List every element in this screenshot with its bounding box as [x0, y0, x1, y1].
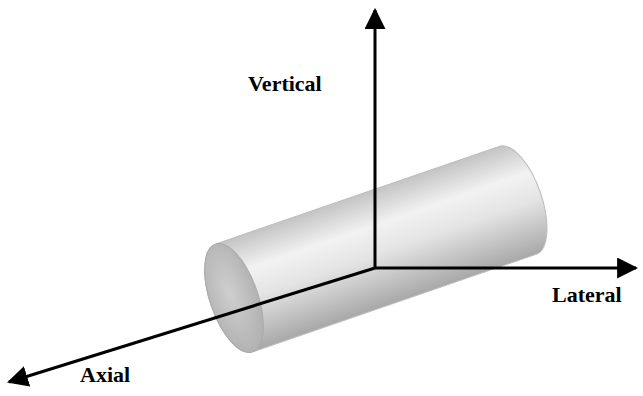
axis-label: Vertical	[248, 73, 322, 95]
lateral-axis	[375, 267, 636, 270]
axis-label: Axial	[80, 364, 130, 386]
axis-label: Lateral	[552, 284, 622, 306]
vertical-axis	[374, 10, 377, 268]
axial-axis	[9, 268, 375, 382]
cylinder-end-face	[193, 236, 275, 359]
